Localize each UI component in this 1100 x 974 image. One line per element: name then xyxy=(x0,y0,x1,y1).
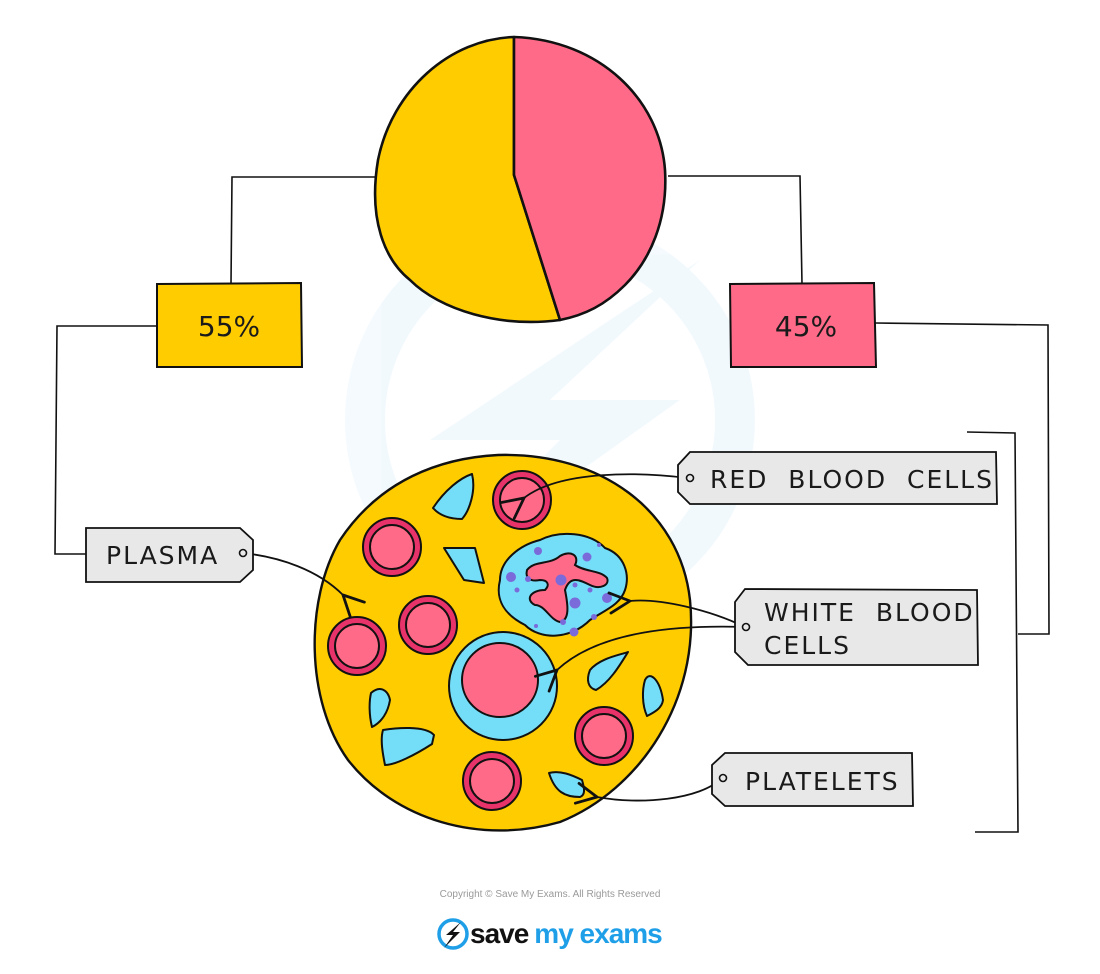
lymphocyte-arrow xyxy=(533,625,746,693)
copyright-text: Copyright © Save My Exams. All Rights Re… xyxy=(439,889,661,900)
pie-chart xyxy=(373,35,667,324)
platelets-label: PLATELETS xyxy=(745,767,900,796)
logo-word-my-exams: my exams xyxy=(534,918,662,949)
connector-lines xyxy=(54,175,1050,833)
pie-to-cells-box-line xyxy=(668,175,803,285)
white-blood-cell-neutrophil xyxy=(497,532,628,637)
white-blood-cells-tag: WHITE BLOOD CELLS xyxy=(734,588,979,666)
plasma-label: PLASMA xyxy=(106,541,219,570)
cells-bracket xyxy=(966,431,1019,833)
platelets-tag: PLATELETS xyxy=(711,752,914,807)
red-blood-cells-label: RED BLOOD CELLS xyxy=(710,465,994,494)
plasma-arrow xyxy=(242,552,366,618)
pie-slice-cells xyxy=(512,35,667,322)
neutrophil-arrow xyxy=(607,591,746,628)
platelets xyxy=(368,473,664,798)
plasma-box-to-plasma-tag-line xyxy=(54,325,156,555)
logo-word-save: save xyxy=(470,918,529,949)
red-blood-cell xyxy=(327,616,387,676)
red-blood-cell xyxy=(398,595,458,655)
white-blood-cells-label-line1: WHITE BLOOD xyxy=(764,598,975,627)
plasma-tag: PLASMA xyxy=(85,527,254,583)
red-blood-cell xyxy=(362,517,422,577)
plasma-percent-text: 55% xyxy=(198,310,260,343)
save-my-exams-logo: save my exams xyxy=(436,914,663,954)
cells-percent-text: 45% xyxy=(775,310,837,343)
cells-percent-box: 45% xyxy=(728,281,878,368)
lightning-bolt-icon xyxy=(437,918,469,950)
red-blood-cell xyxy=(462,751,522,811)
white-blood-cells-label-line2: CELLS xyxy=(764,631,851,660)
red-blood-cells-arrow xyxy=(500,473,688,520)
red-blood-cell xyxy=(574,706,634,766)
red-blood-cell xyxy=(492,470,552,530)
white-blood-cell-lymphocyte xyxy=(448,631,558,741)
red-blood-cells-tag: RED BLOOD CELLS xyxy=(677,451,998,505)
plasma-percent-box: 55% xyxy=(156,281,304,368)
red-blood-cells xyxy=(327,470,634,811)
pie-to-plasma-box-line xyxy=(230,176,378,285)
cells-box-to-bracket-line xyxy=(874,322,1050,635)
blood-sample-circle xyxy=(313,453,693,832)
